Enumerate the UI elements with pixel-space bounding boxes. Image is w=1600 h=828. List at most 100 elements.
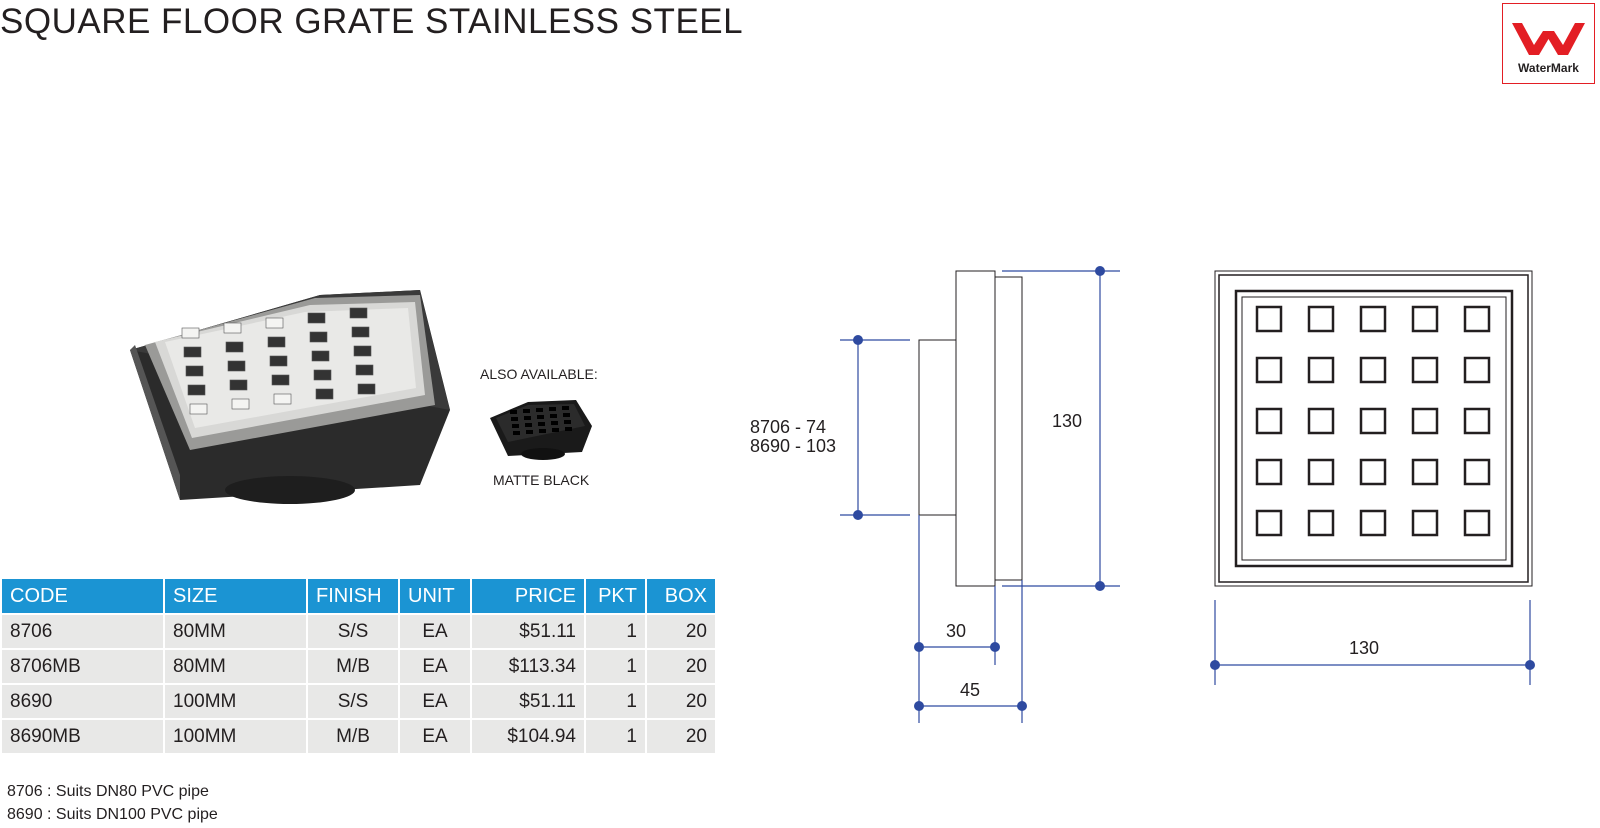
grate-hole [1463, 458, 1491, 486]
grate-hole [1307, 305, 1335, 333]
cell-finish: S/S [307, 683, 400, 719]
photo-grate-hole [231, 398, 250, 410]
grate-hole [1255, 407, 1283, 435]
photo-grate-hole [313, 369, 332, 381]
cell-price: $113.34 [471, 648, 586, 684]
cell-price: $51.11 [471, 613, 586, 649]
cell-box: 20 [646, 613, 715, 649]
photo-black-hole [551, 421, 558, 425]
photo-black-hole [565, 427, 572, 431]
photo-grate-hole [185, 365, 204, 377]
grate-hole [1359, 305, 1387, 333]
grate-hole [1307, 458, 1335, 486]
photo-grate-hole [187, 384, 206, 396]
table-header-row: CODE SIZE FINISH UNIT PRICE PKT BOX [2, 579, 715, 614]
photo-grate-hole [227, 360, 246, 372]
photo-black-hole [563, 413, 570, 417]
grate-hole [1411, 407, 1439, 435]
photo-grate-hole [351, 326, 370, 338]
grate-hole [1255, 356, 1283, 384]
matte-black-label: MATTE BLACK [493, 472, 590, 488]
top-view-dimensions [1214, 600, 1531, 685]
photo-grate-hole [267, 336, 286, 348]
photo-grate-hole [265, 317, 284, 329]
note-8706: 8706 : Suits DN80 PVC pipe [7, 783, 209, 800]
photo-grate-hole [225, 341, 244, 353]
watermark-logo-text: WaterMark [1518, 61, 1579, 75]
technical-drawing: 8706 - 74 8690 - 103 130 30 45 130 [750, 266, 1535, 723]
dim-side-height: 130 [1052, 411, 1082, 431]
photo-grate-hole [229, 379, 248, 391]
grate-hole [1307, 509, 1335, 537]
dim-outlet-8706: 8706 - 74 [750, 417, 826, 437]
grate-hole [1359, 509, 1387, 537]
cell-unit: EA [399, 613, 472, 649]
cell-price: $51.11 [471, 683, 586, 719]
grate-hole [1463, 356, 1491, 384]
photo-grate-hole [183, 346, 202, 358]
col-header-finish: FINISH [307, 579, 400, 614]
photo-grate-hole [353, 345, 372, 357]
side-view [918, 270, 1023, 587]
grate-hole [1255, 305, 1283, 333]
table-row: 8690 100MM S/S EA $51.11 1 20 [2, 683, 715, 719]
also-available-label: ALSO AVAILABLE: [480, 366, 598, 382]
photo-grate-hole [189, 403, 208, 415]
stainless-floor-grate-photo [130, 290, 450, 504]
cell-code: 8706 [2, 613, 165, 649]
cell-size: 80MM [164, 648, 308, 684]
col-header-price: PRICE [471, 579, 586, 614]
cell-finish: S/S [307, 613, 400, 649]
cell-size: 100MM [164, 683, 308, 719]
photo-black-hole [512, 424, 519, 428]
photo-grate-hole [309, 331, 328, 343]
product-table: CODE SIZE FINISH UNIT PRICE PKT BOX 8706… [2, 579, 715, 753]
photo-black-hole [564, 420, 571, 424]
cell-code: 8690 [2, 683, 165, 719]
cell-box: 20 [646, 683, 715, 719]
photo-grate-hole [223, 322, 242, 334]
cell-code: 8690MB [2, 718, 165, 753]
dim-depth-inner: 30 [946, 621, 966, 641]
photo-black-hole [525, 423, 532, 427]
photo-black-hole [562, 406, 569, 410]
photo-grate-hole [357, 383, 376, 395]
grate-hole [1411, 305, 1439, 333]
top-view [1214, 270, 1533, 587]
col-header-pkt: PKT [585, 579, 647, 614]
photo-grate-hole [311, 350, 330, 362]
cell-unit: EA [399, 718, 472, 753]
photo-black-hole [536, 408, 543, 412]
photo-black-hole [524, 416, 531, 420]
grate-hole [1255, 509, 1283, 537]
photo-black-hole [526, 430, 533, 434]
cell-finish: M/B [307, 718, 400, 753]
grate-hole [1463, 407, 1491, 435]
grate-hole [1463, 509, 1491, 537]
grate-hole [1255, 458, 1283, 486]
photo-black-hole [510, 410, 517, 414]
cell-size: 80MM [164, 613, 308, 649]
cell-size: 100MM [164, 718, 308, 753]
grate-hole [1411, 458, 1439, 486]
photo-grate-hole [181, 327, 200, 339]
grate-hole [1307, 407, 1335, 435]
cell-pkt: 1 [585, 683, 647, 719]
cell-finish: M/B [307, 648, 400, 684]
side-view-dimensions [840, 270, 1120, 723]
cell-box: 20 [646, 648, 715, 684]
grate-hole [1411, 509, 1439, 537]
cell-pkt: 1 [585, 718, 647, 753]
col-header-box: BOX [646, 579, 715, 614]
grate-hole [1359, 407, 1387, 435]
cell-pkt: 1 [585, 648, 647, 684]
grate-hole [1307, 356, 1335, 384]
grate-hole [1359, 356, 1387, 384]
col-header-code: CODE [2, 579, 165, 614]
col-header-unit: UNIT [399, 579, 472, 614]
note-8690: 8690 : Suits DN100 PVC pipe [7, 806, 218, 823]
photo-black-hole [523, 409, 530, 413]
table-row: 8706MB 80MM M/B EA $113.34 1 20 [2, 648, 715, 684]
dimension-markers [853, 266, 1105, 711]
photo-black-hole [550, 414, 557, 418]
